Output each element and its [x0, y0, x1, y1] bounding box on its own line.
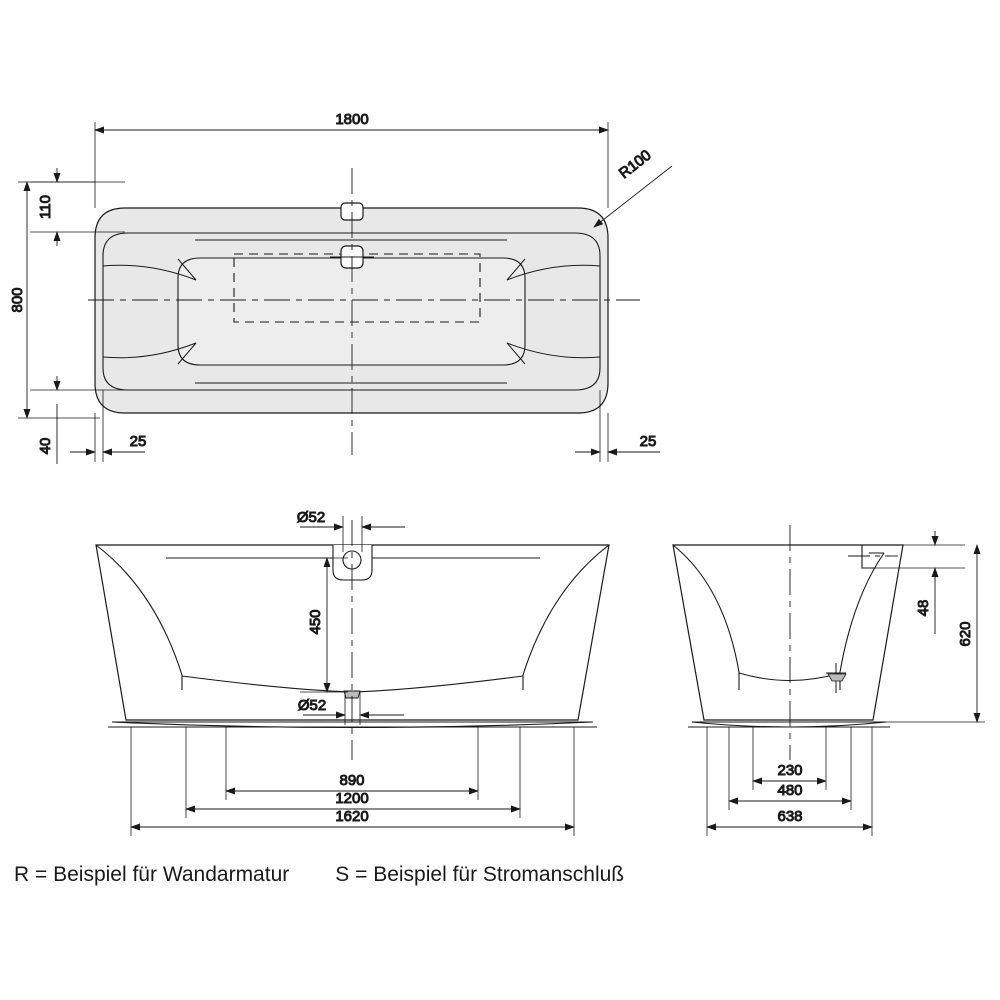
top-view-fold-bl	[102, 342, 197, 365]
side-dim-label-638: 638	[777, 808, 802, 825]
top-view-fold-tr	[506, 258, 601, 281]
top-dim-leader-r100	[593, 165, 673, 228]
side-view-bowl-right	[839, 552, 885, 690]
top-dim-label-800: 800	[9, 287, 26, 312]
top-dim-label-110: 110	[37, 195, 54, 219]
top-dim-label-40: 40	[37, 438, 54, 455]
side-dim-label-230: 230	[777, 762, 802, 779]
front-dim-label-d52-top: Ø52	[297, 509, 325, 526]
front-view: Ø52 450 Ø52 890 1200	[95, 509, 610, 836]
side-view-rim-notch	[861, 544, 876, 569]
side-dim-label-620: 620	[957, 621, 974, 646]
front-view-bowl-right	[522, 544, 610, 690]
top-dim-label-r100: R100	[616, 147, 655, 182]
side-view-drain-fill	[827, 673, 847, 682]
legend-item-wall-fitting: R = Beispiel für Wandarmatur	[14, 863, 290, 886]
side-dim-label-48: 48	[915, 600, 932, 617]
top-dim-label-25-right: 25	[640, 433, 657, 450]
front-dim-label-1620: 1620	[335, 808, 368, 825]
legend-item-power-connection: S = Beispiel für Stromanschluß	[335, 863, 625, 886]
front-dim-label-1200: 1200	[335, 790, 368, 807]
front-view-bowl-left	[95, 544, 183, 690]
front-dim-label-450: 450	[307, 609, 324, 634]
top-view-basin	[177, 257, 526, 366]
side-view: 48 620 230 480 638	[672, 525, 985, 836]
top-view-fold-br	[506, 342, 601, 365]
top-dim-label-25-left: 25	[130, 433, 147, 450]
side-view-bowl-left	[672, 544, 740, 690]
front-dim-label-890: 890	[339, 772, 364, 789]
side-view-base	[691, 721, 887, 728]
top-view: 1800 800 110 40 25	[9, 111, 673, 464]
front-dim-label-d52-bottom: Ø52	[298, 697, 326, 714]
top-dim-label-1800: 1800	[335, 111, 368, 128]
side-view-outline	[672, 544, 904, 721]
top-view-fold-tl	[102, 258, 197, 281]
legend: R = Beispiel für Wandarmatur S = Beispie…	[0, 855, 1000, 895]
front-view-outline	[95, 544, 610, 721]
side-dim-label-480: 480	[777, 782, 802, 799]
